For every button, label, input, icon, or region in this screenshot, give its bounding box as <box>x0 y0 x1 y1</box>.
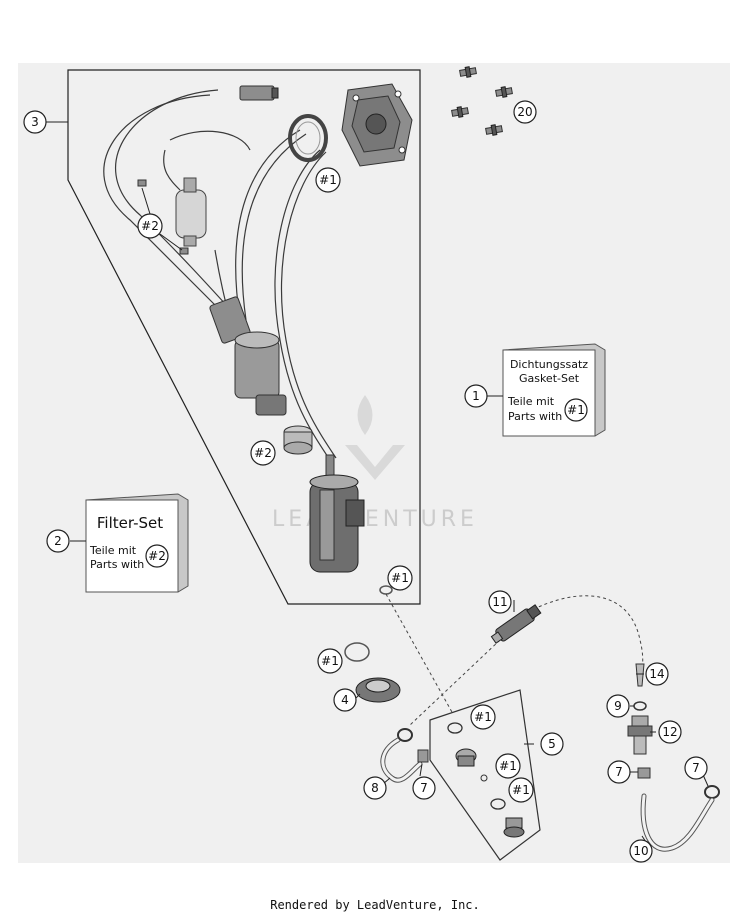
callout-4: 4 <box>333 688 357 712</box>
plate-fitting <box>455 748 477 767</box>
ref-pump-oring: #1 <box>387 565 413 591</box>
ref-plate-3: #1 <box>508 777 534 803</box>
svg-text:5: 5 <box>548 737 556 751</box>
svg-text:#1: #1 <box>499 759 517 773</box>
callout-9: 9 <box>606 694 630 718</box>
plate-oring-1 <box>447 722 463 734</box>
svg-text:#2: #2 <box>141 219 159 233</box>
ref-plate-2: #1 <box>495 753 521 779</box>
filter-set-title: Filter-Set <box>97 514 163 532</box>
pressure-regulator <box>209 296 287 416</box>
clamp-7-right <box>637 767 651 779</box>
grommet <box>355 677 401 703</box>
svg-text:#1: #1 <box>512 783 530 797</box>
svg-text:20: 20 <box>517 105 532 119</box>
svg-text:7: 7 <box>692 761 700 775</box>
pump-wiring <box>103 89 337 461</box>
svg-text:#1: #1 <box>319 173 337 187</box>
callout-7-far: 7 <box>684 756 708 780</box>
watermark-text: LEADVENTURE <box>272 507 478 532</box>
callout-7-right: 7 <box>607 760 631 784</box>
svg-text:#1: #1 <box>391 571 409 585</box>
svg-text:#1: #1 <box>474 710 492 724</box>
ref-oring-large: #1 <box>317 648 343 674</box>
hose-ten <box>640 793 715 852</box>
gasket-set-ref: #1 <box>564 398 588 422</box>
callout-14: 14 <box>645 662 669 686</box>
diagram-background <box>18 63 730 863</box>
filter-set-box: Filter-Set Teile mit Parts with #2 <box>85 493 189 593</box>
svg-text:2: 2 <box>54 534 62 548</box>
ref-filter: #2 <box>137 213 163 239</box>
callout-3: 3 <box>23 110 47 134</box>
screws <box>451 66 513 136</box>
ref-plate-1: #1 <box>470 704 496 730</box>
footer-credit: Rendered by LeadVenture, Inc. <box>270 898 480 912</box>
flange-ring <box>288 114 328 162</box>
svg-text:14: 14 <box>649 667 664 681</box>
hose-nipple <box>627 715 653 755</box>
pump-flange <box>341 83 413 167</box>
callout-12: 12 <box>658 720 682 744</box>
fuel-pump <box>309 454 365 573</box>
svg-text:7: 7 <box>420 781 428 795</box>
ref-flange: #1 <box>315 167 341 193</box>
callout-11: 11 <box>488 590 512 614</box>
clamp-7-upper <box>397 728 413 742</box>
svg-text:12: 12 <box>662 725 677 739</box>
wire-connector <box>239 85 275 101</box>
svg-text:11: 11 <box>492 595 507 609</box>
callout-7-left: 7 <box>412 776 436 800</box>
svg-text:#2: #2 <box>254 446 272 460</box>
callout-2: 2 <box>46 529 70 553</box>
callout-10: 10 <box>629 839 653 863</box>
svg-text:4: 4 <box>341 693 349 707</box>
filter-set-parts-en: Parts with <box>90 558 144 571</box>
fuel-filter <box>175 177 207 247</box>
svg-text:7: 7 <box>615 765 623 779</box>
gasket-set-parts-de: Teile mit <box>507 395 555 408</box>
leader-lines <box>46 121 709 843</box>
gasket-set-parts-en: Parts with <box>508 410 562 423</box>
gasket-set-box: Dichtungssatz Gasket-Set Teile mit Parts… <box>502 343 606 437</box>
svg-text:#1: #1 <box>567 403 585 417</box>
callout-1: 1 <box>464 384 488 408</box>
filter-ring <box>283 425 313 455</box>
svg-text:#2: #2 <box>148 549 166 563</box>
callout-8: 8 <box>363 776 387 800</box>
svg-text:8: 8 <box>371 781 379 795</box>
callout-20: 20 <box>513 100 537 124</box>
assembly-outline <box>67 69 421 605</box>
filter-set-parts-de: Teile mit <box>89 544 137 557</box>
plate-oring-3 <box>490 798 506 810</box>
svg-text:#1: #1 <box>321 654 339 668</box>
filter-set-ref: #2 <box>145 544 169 568</box>
plate-oring-2 <box>480 774 488 782</box>
clamp-7-left <box>417 749 429 763</box>
callout-5: 5 <box>540 732 564 756</box>
svg-text:10: 10 <box>633 844 648 858</box>
filter-clip-top <box>137 179 147 187</box>
quick-connector <box>490 604 542 644</box>
filter-clip-bottom <box>179 247 189 255</box>
ref-filter-ring: #2 <box>250 440 276 466</box>
hose-eight <box>380 737 423 783</box>
hose-clamp-small <box>635 663 645 687</box>
plate-nipple <box>503 817 525 838</box>
svg-text:1: 1 <box>472 389 480 403</box>
svg-text:3: 3 <box>31 115 39 129</box>
gasket-set-title-en: Gasket-Set <box>519 372 580 385</box>
gasket-set-title-de: Dichtungssatz <box>510 358 588 371</box>
oring-large <box>344 642 370 662</box>
svg-text:9: 9 <box>614 699 622 713</box>
watermark-logo <box>345 395 405 480</box>
